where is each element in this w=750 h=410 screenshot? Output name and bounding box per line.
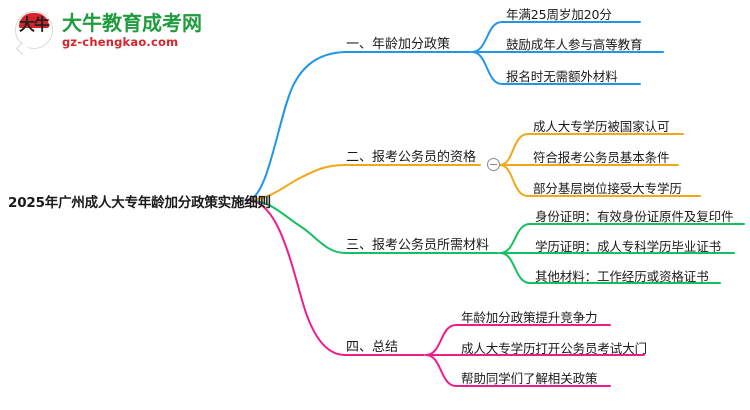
leaf-node-3-1[interactable]: 身份证明：有效身份证原件及复印件 — [535, 209, 734, 224]
collapse-toggle-branch-2[interactable] — [487, 158, 500, 171]
leaf-node-4-3[interactable]: 帮助同学们了解相关政策 — [461, 371, 598, 386]
mindmap-root-node[interactable]: 2025年广州成人大专年龄加分政策实施细则 — [8, 195, 271, 211]
leaf-node-2-3[interactable]: 部分基层岗位接受大专学历 — [533, 181, 682, 196]
branch-node-4[interactable]: 四、总结 — [346, 340, 399, 355]
leaf-node-1-1[interactable]: 年满25周岁加20分 — [506, 7, 612, 22]
leaf-node-1-3[interactable]: 报名时无需额外材料 — [506, 69, 618, 84]
logo-subtitle-url: gz-chengkao.com — [62, 35, 179, 50]
logo-text-block: 大牛教育成考网 gz-chengkao.com — [62, 13, 202, 49]
logo-red-cap-icon — [19, 13, 49, 28]
leaf-node-3-2[interactable]: 学历证明：成人专科学历毕业证书 — [535, 239, 722, 254]
branch-node-3[interactable]: 三、报考公务员所需材料 — [346, 238, 490, 253]
leaf-node-1-2[interactable]: 鼓励成年人参与高等教育 — [506, 37, 643, 52]
branch-node-1[interactable]: 一、年龄加分政策 — [346, 37, 451, 52]
leaf-node-2-1[interactable]: 成人大专学历被国家认可 — [533, 119, 670, 134]
leaf-node-4-2[interactable]: 成人大专学历打开公务员考试大门 — [461, 341, 648, 356]
logo-mark-icon: 大牛 — [14, 10, 56, 55]
branch-node-2[interactable]: 二、报考公务员的资格 — [346, 150, 477, 165]
leaf-node-4-1[interactable]: 年龄加分政策提升竞争力 — [461, 310, 598, 325]
site-logo: 大牛 大牛教育成考网 gz-chengkao.com — [14, 8, 214, 55]
logo-title: 大牛教育成考网 — [62, 11, 202, 36]
leaf-node-2-2[interactable]: 符合报考公务员基本条件 — [533, 150, 670, 165]
leaf-node-3-3[interactable]: 其他材料：工作经历或资格证书 — [535, 269, 709, 284]
logo-glyph-text: 大牛 — [18, 15, 50, 34]
